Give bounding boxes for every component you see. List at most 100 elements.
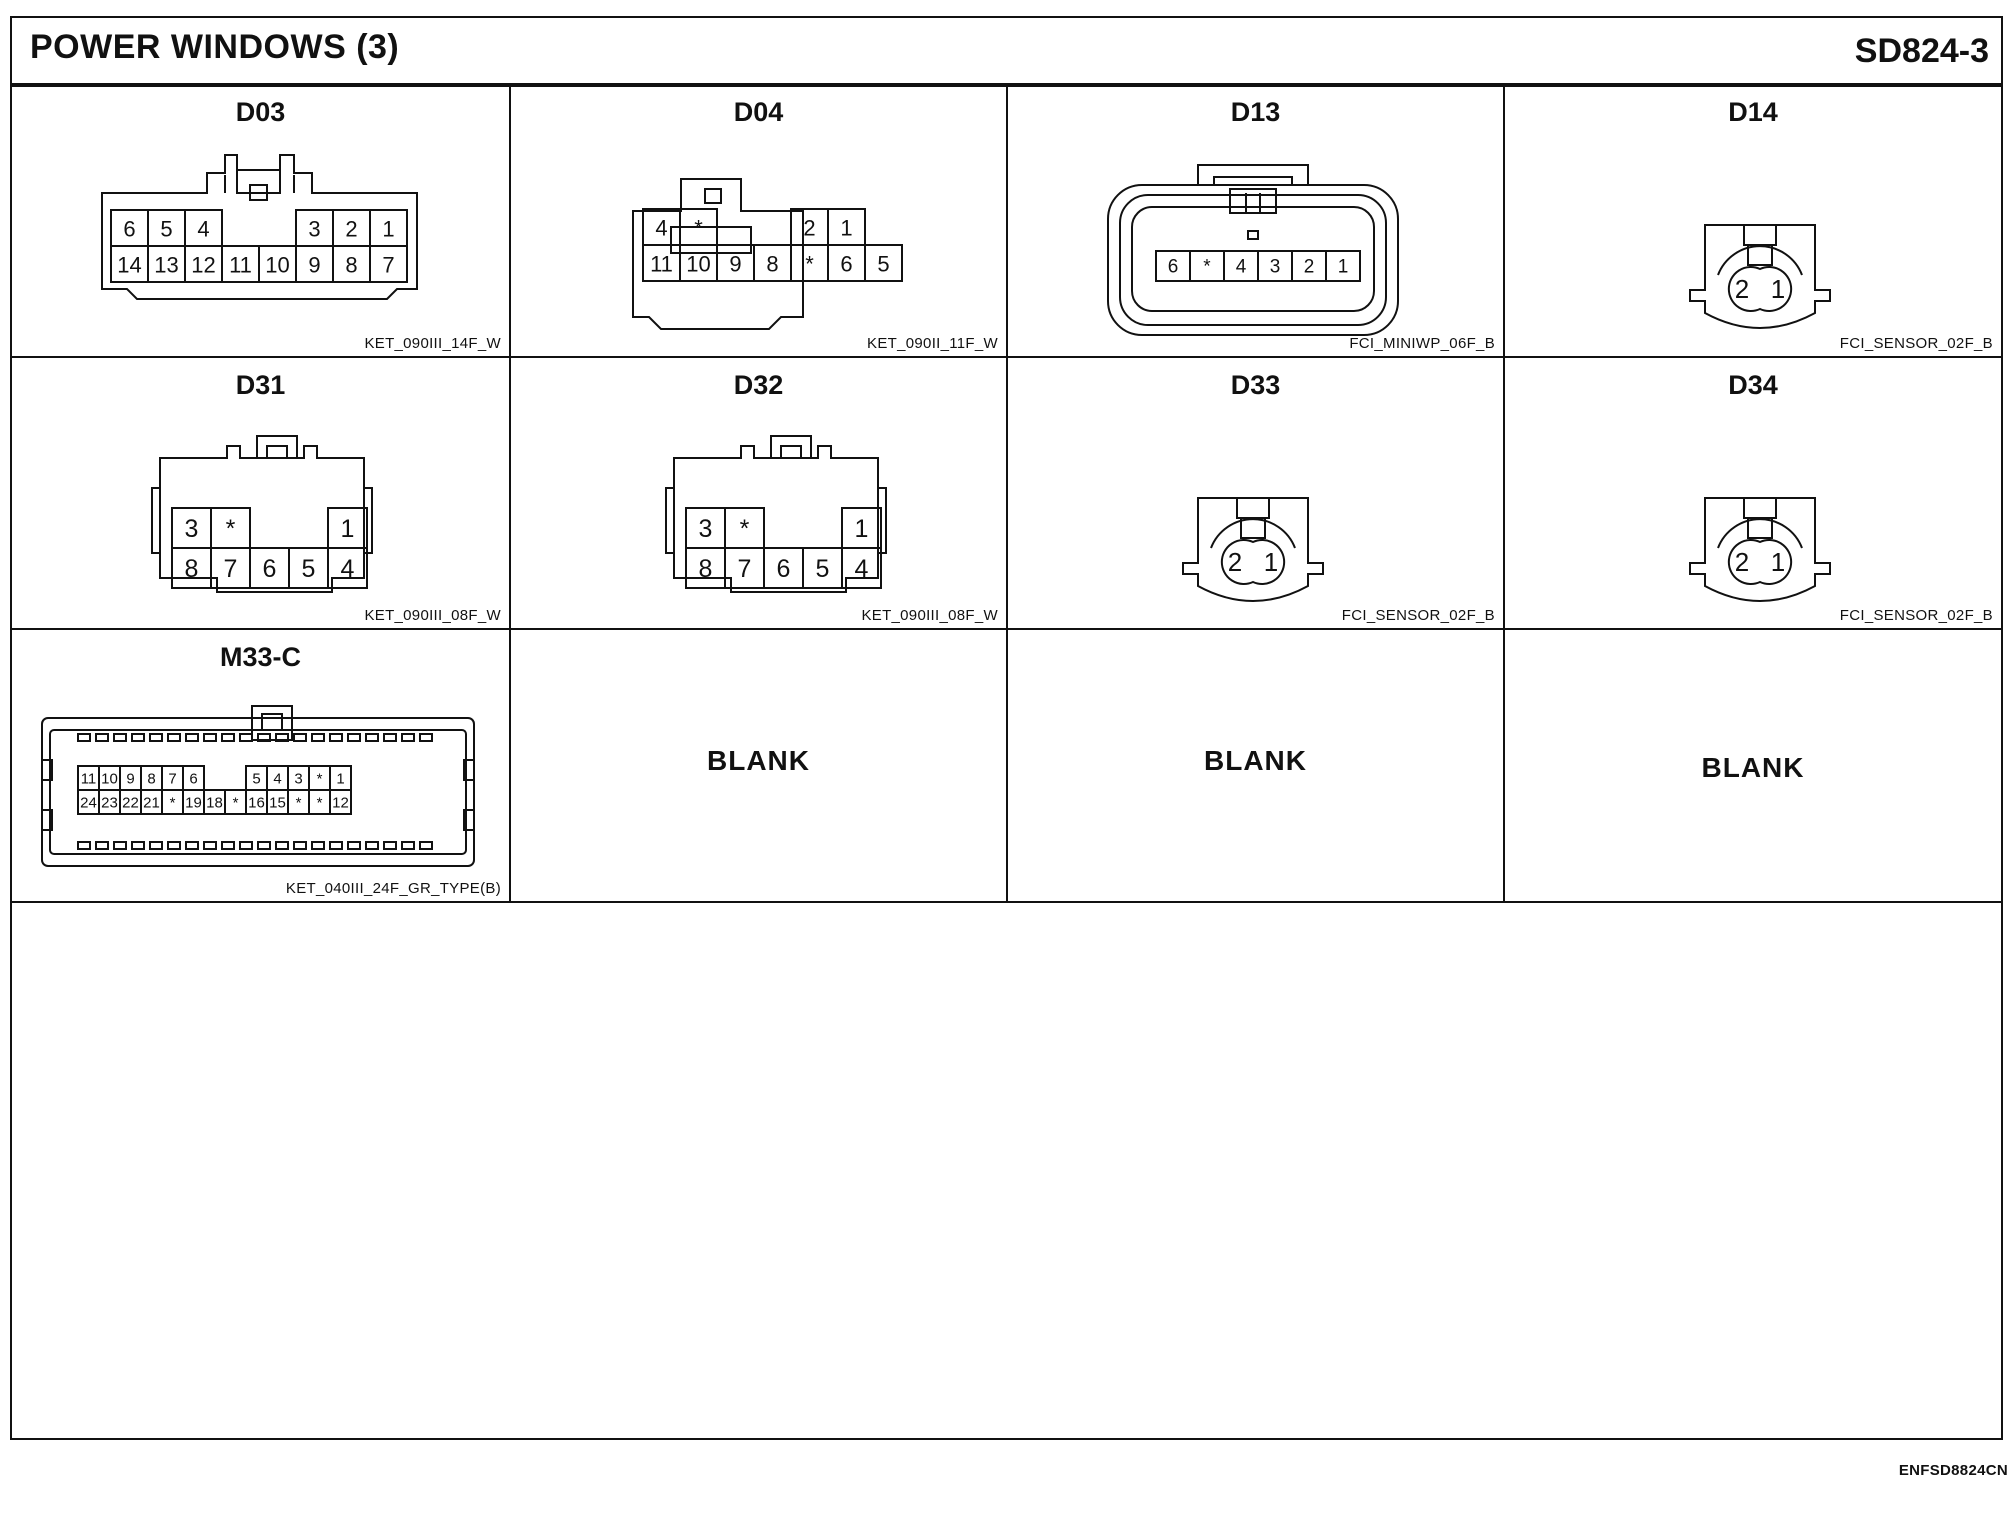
locking-tooth bbox=[311, 841, 325, 850]
empty-area bbox=[12, 903, 2003, 1440]
pin-label: 8 bbox=[345, 253, 357, 278]
pin-label: 2 bbox=[1735, 547, 1749, 577]
pin-label: 3 bbox=[1270, 257, 1281, 278]
connector-title: M33-C bbox=[219, 642, 301, 672]
blank-cell-1: BLANK bbox=[511, 630, 1008, 903]
pin-cell bbox=[259, 210, 296, 246]
pin-cell bbox=[803, 508, 842, 548]
pin-unused-label: * bbox=[805, 252, 814, 277]
locking-tooth bbox=[329, 841, 343, 850]
pin-label: 22 bbox=[122, 795, 139, 812]
sensor-cavity bbox=[1727, 266, 1793, 312]
pin-label: 4 bbox=[197, 217, 209, 242]
pin-cell bbox=[327, 547, 368, 589]
pin-cell bbox=[289, 508, 328, 548]
pin-label: 1 bbox=[1771, 547, 1785, 577]
drawing-number: ENFSD8824CN bbox=[1898, 1462, 2008, 1479]
locking-tooth bbox=[167, 841, 181, 850]
pin-cell bbox=[1325, 250, 1361, 282]
sensor-hood bbox=[1717, 245, 1803, 276]
pin-cell bbox=[329, 789, 352, 815]
locking-tooth bbox=[383, 841, 397, 850]
locking-tooth bbox=[257, 733, 271, 742]
pin-label: 11 bbox=[81, 771, 97, 788]
pin-label: 3 bbox=[699, 515, 713, 543]
pin-label: 18 bbox=[206, 795, 223, 812]
blank-cell-2: BLANK bbox=[1008, 630, 1505, 903]
connector-title: D13 bbox=[1230, 97, 1281, 127]
pin-label: 6 bbox=[123, 217, 135, 242]
connector-part-code: FCI_SENSOR_02F_B bbox=[1341, 607, 1495, 624]
pin-label: 2 bbox=[1228, 547, 1242, 577]
pin-label: 23 bbox=[101, 795, 118, 812]
connector-part-code: KET_090II_11F_W bbox=[867, 335, 998, 352]
locking-tooth bbox=[149, 841, 163, 850]
pin-label: 16 bbox=[248, 795, 265, 812]
connector-part-code: FCI_MINIWP_06F_B bbox=[1349, 335, 1495, 352]
locking-tooth bbox=[275, 733, 289, 742]
pin-label: 11 bbox=[650, 252, 673, 277]
pin-label: 19 bbox=[185, 795, 202, 812]
locking-tooth bbox=[203, 841, 217, 850]
pin-label: 10 bbox=[101, 771, 118, 788]
sensor-cavity bbox=[1220, 539, 1286, 585]
pin-label: 4 bbox=[273, 771, 281, 788]
pin-label: 8 bbox=[185, 555, 199, 583]
pin-cell bbox=[754, 209, 791, 245]
pin-unused-label: * bbox=[317, 771, 323, 788]
pin-label: 6 bbox=[189, 771, 197, 788]
connector-title: D34 bbox=[1728, 370, 1778, 400]
pin-label: 5 bbox=[160, 217, 172, 242]
locking-tooth bbox=[95, 841, 109, 850]
pin-cell bbox=[222, 210, 259, 246]
pin-label: 1 bbox=[1264, 547, 1278, 577]
connector-part-code: KET_090III_08F_W bbox=[861, 607, 998, 624]
connector-title: D33 bbox=[1230, 370, 1281, 400]
pin-label: 3 bbox=[294, 771, 302, 788]
pin-label: 9 bbox=[729, 252, 741, 277]
locking-tooth bbox=[149, 733, 163, 742]
pin-label: 6 bbox=[777, 555, 791, 583]
pin-label: 6 bbox=[840, 252, 852, 277]
pin-label: 5 bbox=[816, 555, 830, 583]
pin-label: 5 bbox=[877, 252, 889, 277]
pin-unused-label: * bbox=[226, 515, 236, 543]
pin-label: 1 bbox=[382, 217, 394, 242]
connector-part-code: FCI_SENSOR_02F_B bbox=[1839, 335, 1993, 352]
pin-label: 4 bbox=[855, 555, 869, 583]
blank-label: BLANK bbox=[707, 745, 810, 776]
pin-label: 2 bbox=[803, 216, 815, 241]
pin-label: 3 bbox=[185, 515, 199, 543]
locking-tooth bbox=[365, 733, 379, 742]
page-header: POWER WINDOWS (3) SD824-3 bbox=[12, 18, 2001, 87]
pin-label: 4 bbox=[655, 216, 667, 241]
pin-label: 8 bbox=[766, 252, 778, 277]
pin-label: 12 bbox=[332, 795, 349, 812]
locking-tooth bbox=[113, 841, 127, 850]
pin-label: 6 bbox=[263, 555, 277, 583]
locking-tooth bbox=[221, 841, 235, 850]
connector-part-code: KET_090III_14F_W bbox=[364, 335, 501, 352]
locking-tooth bbox=[257, 841, 271, 850]
pin-label: 2 bbox=[345, 217, 357, 242]
locking-tooth bbox=[293, 841, 307, 850]
pin-cell bbox=[204, 766, 225, 790]
pin-unused-label: * bbox=[170, 795, 176, 812]
pin-unused-label: * bbox=[1203, 257, 1211, 278]
pin-label: 1 bbox=[855, 515, 869, 543]
pin-label: 7 bbox=[738, 555, 752, 583]
locking-tooth bbox=[311, 733, 325, 742]
locking-tooth bbox=[419, 733, 433, 742]
sensor-latch bbox=[1743, 225, 1777, 266]
page-title: POWER WINDOWS (3) bbox=[30, 28, 400, 66]
